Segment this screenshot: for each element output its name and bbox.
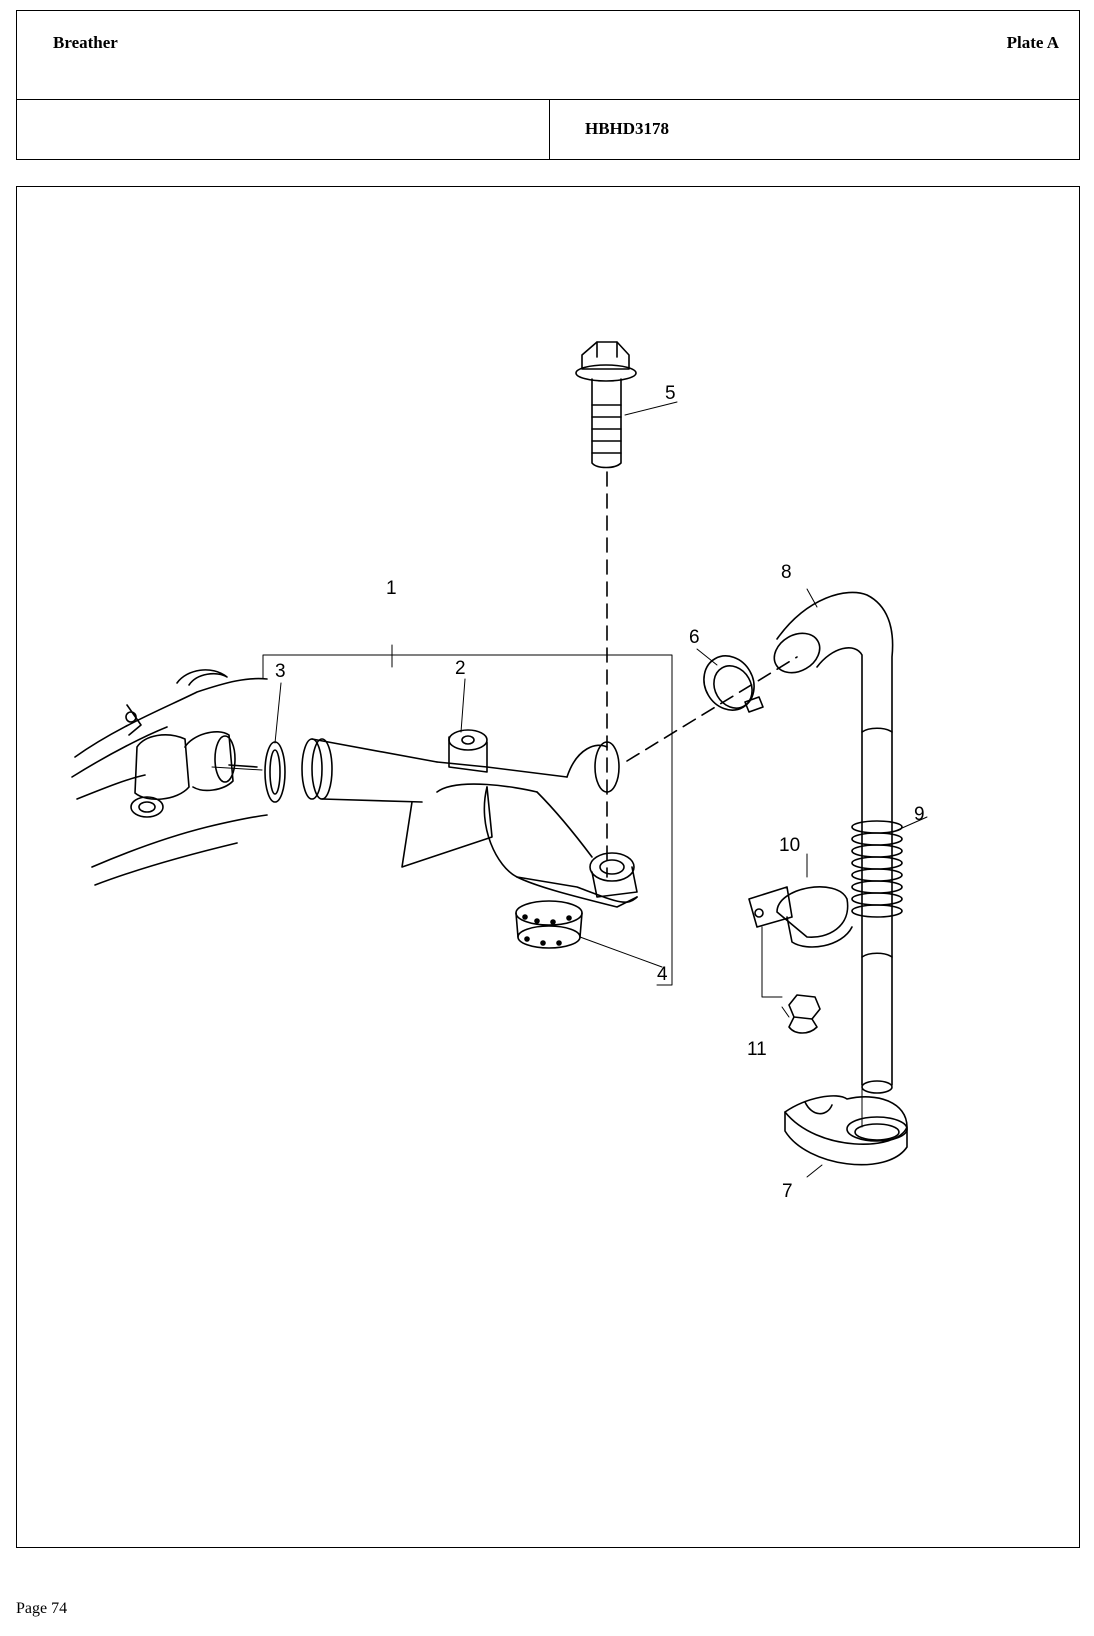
exploded-view-frame: 1 2 3 4 5 6 7 8 9 10 11 xyxy=(16,186,1080,1548)
plate-label: Plate A xyxy=(1006,33,1059,52)
mounting-plate-part-7 xyxy=(784,1095,908,1166)
callout-8: 8 xyxy=(781,562,792,583)
page-number: Page 74 xyxy=(16,1600,68,1617)
callout-7: 7 xyxy=(782,1181,793,1202)
callout-2: 2 xyxy=(455,658,466,679)
breather-pipe-part-1 xyxy=(301,729,638,908)
plate-title: Breather xyxy=(53,33,118,52)
breather-hose-part-8 xyxy=(773,591,894,1094)
callout-3: 3 xyxy=(275,661,286,682)
callout-5: 5 xyxy=(665,383,676,404)
header-title-row: Breather Plate A xyxy=(17,11,1079,100)
drawing-code: HBHD3178 xyxy=(585,119,670,138)
spring-part-9 xyxy=(851,820,903,918)
hose-clip-part-6 xyxy=(703,655,764,713)
alignment-lines xyxy=(606,471,798,878)
hose-clip-part-10 xyxy=(748,886,853,948)
header-empty-cell xyxy=(17,99,550,159)
plate-header: Breather Plate A HBHD3178 xyxy=(16,10,1080,160)
exploded-view-drawing: 1 2 3 4 5 6 7 8 9 10 11 xyxy=(71,341,928,1202)
bolt-part-5 xyxy=(575,341,637,469)
callout-1: 1 xyxy=(386,578,397,599)
o-ring-part-3 xyxy=(264,741,286,803)
callout-9: 9 xyxy=(914,804,925,825)
engine-block-outline xyxy=(71,669,268,886)
header-code-row: HBHD3178 xyxy=(17,99,1079,159)
callout-4: 4 xyxy=(657,964,668,985)
perforated-ring-part-4 xyxy=(515,900,583,949)
callout-11: 11 xyxy=(747,1039,767,1060)
callout-10: 10 xyxy=(779,835,800,856)
bolt-part-11 xyxy=(788,994,821,1034)
callout-6: 6 xyxy=(689,627,700,648)
